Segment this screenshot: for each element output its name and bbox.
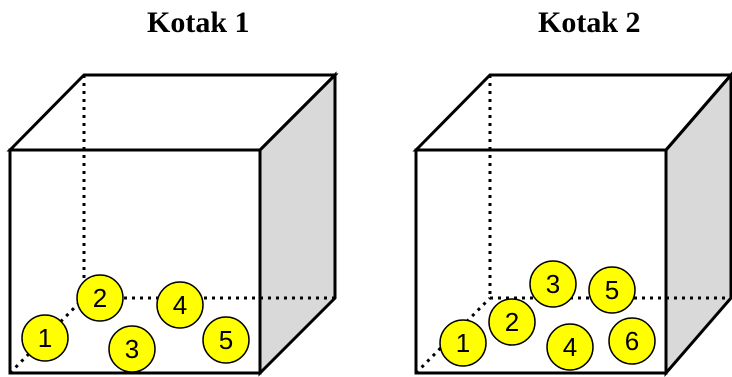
box-2-hidden-edge-diagonal [414, 296, 492, 375]
box-1-ball-5: 5 [202, 316, 250, 364]
ball-label: 5 [605, 275, 619, 305]
ball-label: 2 [93, 283, 107, 313]
box-1-front-face [8, 148, 262, 375]
box-2-ball-5: 5 [588, 266, 636, 314]
ball-label: 4 [563, 332, 577, 362]
box-1-hidden-edge-diagonal [8, 296, 86, 375]
ball-label: 1 [38, 323, 52, 353]
box-2-ball-3: 3 [529, 260, 577, 308]
ball-label: 3 [125, 334, 139, 364]
box-1 [6, 71, 339, 377]
box-1-ball-4: 4 [156, 281, 204, 329]
box-2 [412, 71, 732, 377]
box-2-ball-6: 6 [608, 317, 656, 365]
box-2-ball-1: 1 [439, 319, 487, 367]
ball-label: 4 [173, 290, 187, 320]
ball-label: 5 [219, 325, 233, 355]
box-2-title: Kotak 2 [538, 6, 641, 39]
box-2-side-face [664, 71, 732, 377]
box-1-ball-1: 1 [21, 314, 69, 362]
box-1-title: Kotak 1 [147, 6, 250, 39]
box-1-ball-2: 2 [76, 274, 124, 322]
ball-label: 2 [505, 307, 519, 337]
box-2-ball-4: 4 [546, 323, 594, 371]
ball-label: 3 [546, 269, 560, 299]
ball-label: 6 [625, 326, 639, 356]
box-2-front-face [414, 148, 668, 375]
ball-label: 1 [456, 328, 470, 358]
box-1-side-face [258, 71, 337, 377]
box-1-ball-3: 3 [108, 325, 156, 373]
box-2-ball-2: 2 [488, 298, 536, 346]
